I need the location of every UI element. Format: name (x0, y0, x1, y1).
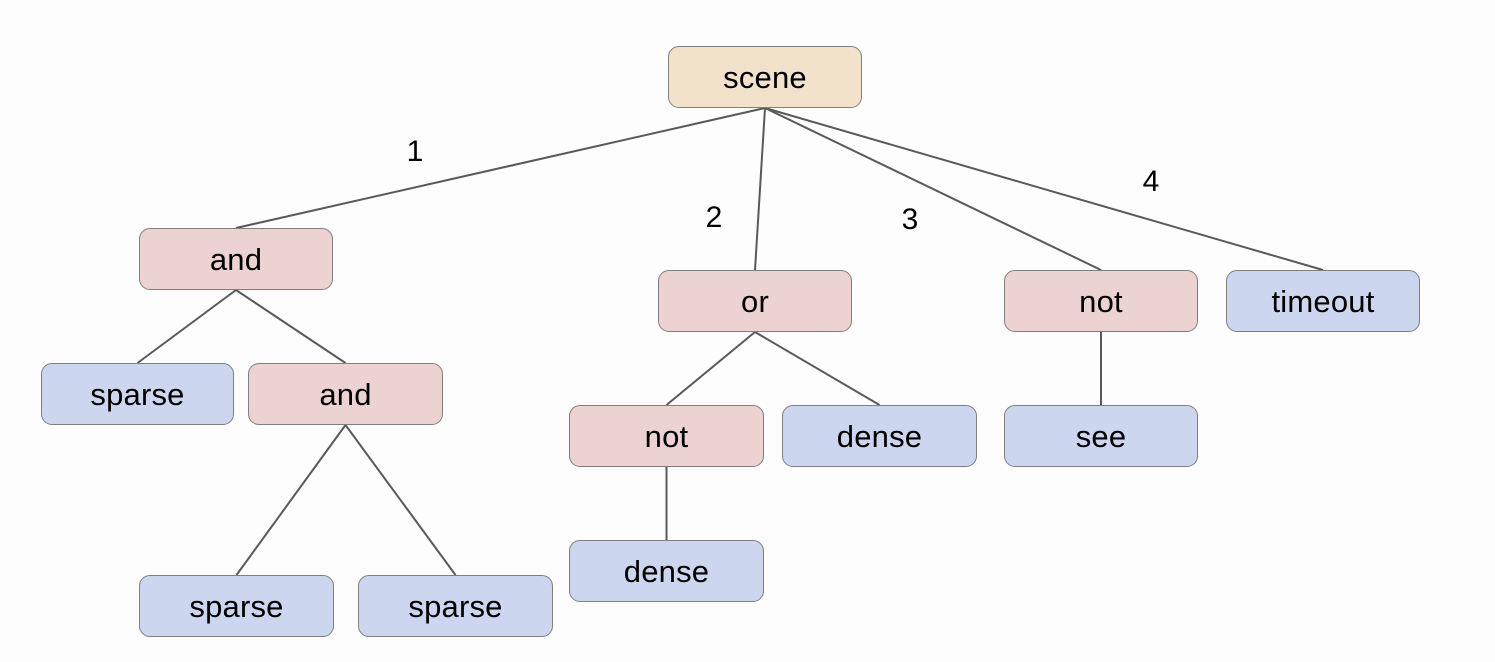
tree-edge (764, 107, 1324, 271)
tree-edge (136, 289, 237, 364)
tree-node-dense_or[interactable]: dense (782, 405, 977, 467)
tree-node-label: dense (836, 418, 923, 454)
tree-node-label: sparse (189, 588, 284, 624)
tree-node-label: scene (723, 59, 807, 95)
tree-node-sparse1[interactable]: sparse (41, 363, 234, 425)
tree-node-label: not (644, 418, 689, 454)
tree-node-label: and (209, 241, 263, 277)
tree-edge (754, 331, 881, 406)
tree-node-sparse2[interactable]: sparse (139, 575, 334, 637)
tree-node-see[interactable]: see (1004, 405, 1198, 467)
tree-node-label: sparse (90, 376, 185, 412)
tree-node-label: or (741, 283, 769, 319)
tree-edge (344, 424, 457, 576)
tree-edge (235, 107, 766, 229)
tree-node-dense_not[interactable]: dense (569, 540, 764, 602)
tree-edge (235, 424, 347, 576)
tree-node-label: and (319, 376, 372, 412)
tree-node-label: timeout (1271, 283, 1375, 319)
edge-label-e3: 3 (901, 203, 919, 236)
tree-node-or1[interactable]: or (658, 270, 852, 332)
tree-edge (235, 289, 347, 364)
tree-node-label: not (1079, 283, 1123, 319)
tree-node-timeout[interactable]: timeout (1226, 270, 1420, 332)
tree-edge (665, 331, 756, 406)
tree-node-and2[interactable]: and (248, 363, 443, 425)
tree-edge (754, 107, 766, 271)
tree-node-label: sparse (408, 588, 503, 624)
tree-node-and1[interactable]: and (139, 228, 333, 290)
tree-node-not_mid[interactable]: not (569, 405, 764, 467)
tree-node-scene[interactable]: scene (668, 46, 862, 108)
edge-label-e1: 1 (406, 135, 424, 168)
tree-node-label: see (1075, 418, 1127, 454)
edge-label-e4: 4 (1142, 165, 1160, 198)
tree-node-sparse3[interactable]: sparse (358, 575, 553, 637)
edge-label-e2: 2 (705, 201, 723, 234)
tree-edge (764, 107, 1102, 271)
tree-node-label: dense (623, 553, 710, 589)
tree-node-not_right[interactable]: not (1004, 270, 1198, 332)
